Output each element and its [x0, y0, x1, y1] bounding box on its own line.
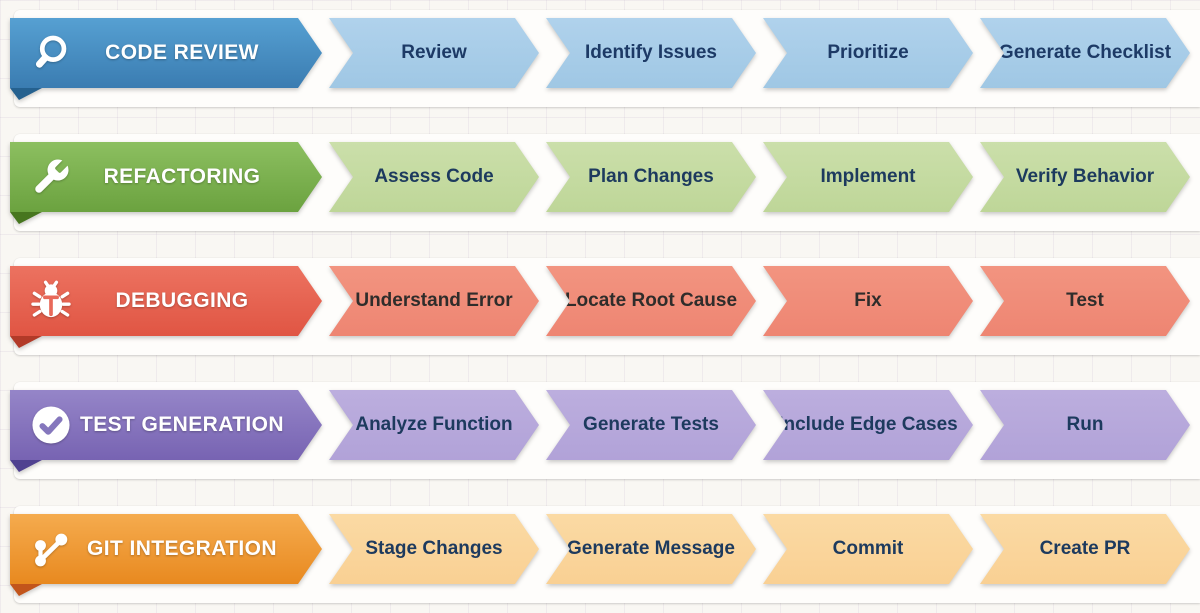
ribbon-fold-decoration: [10, 88, 42, 100]
workflow-band-sheet: DEBUGGING Understand Error Locate Root C…: [10, 258, 1200, 355]
workflow-step: Plan Changes: [546, 142, 756, 212]
workflow-step: Generate Message: [546, 514, 756, 584]
workflow-step: Fix: [763, 266, 973, 336]
workflow-band-header: TEST GENERATION: [10, 390, 322, 460]
ribbon-fold-decoration: [10, 336, 42, 348]
workflow-band-ribbon: TEST GENERATION Analyze Function Generat…: [10, 390, 1190, 472]
band-title: CODE REVIEW: [105, 41, 259, 64]
workflow-step: Commit: [763, 514, 973, 584]
workflow-step: Assess Code: [329, 142, 539, 212]
workflow-band-ribbon: DEBUGGING Understand Error Locate Root C…: [10, 266, 1190, 348]
workflow-step: Stage Changes: [329, 514, 539, 584]
band-title: GIT INTEGRATION: [87, 537, 277, 560]
workflow-step: Locate Root Cause: [546, 266, 756, 336]
band-title: TEST GENERATION: [80, 413, 284, 436]
workflow-band-sheet: GIT INTEGRATION Stage Changes Generate M…: [10, 506, 1200, 603]
workflow-step: Include Edge Cases: [763, 390, 973, 460]
workflow-band-sheet: TEST GENERATION Analyze Function Generat…: [10, 382, 1200, 479]
workflow-step: Test: [980, 266, 1190, 336]
workflow-band-ribbon: GIT INTEGRATION Stage Changes Generate M…: [10, 514, 1190, 596]
wrench-icon: [30, 156, 72, 198]
ribbon-fold-decoration: [10, 584, 42, 596]
workflow-step: Implement: [763, 142, 973, 212]
band-title: DEBUGGING: [115, 289, 249, 312]
workflow-step: Understand Error: [329, 266, 539, 336]
workflow-band-ribbon: REFACTORING Assess Code Plan Changes Imp…: [10, 142, 1190, 224]
band-title: REFACTORING: [103, 165, 261, 188]
bug-icon: [30, 280, 72, 322]
search-icon: [30, 32, 72, 74]
workflow-band-header: DEBUGGING: [10, 266, 322, 336]
workflow-band-header: CODE REVIEW: [10, 18, 322, 88]
workflow-step: Prioritize: [763, 18, 973, 88]
workflow-step: Generate Checklist: [980, 18, 1190, 88]
workflow-step: Verify Behavior: [980, 142, 1190, 212]
check-circle-icon: [30, 404, 72, 446]
workflow-band-ribbon: CODE REVIEW Review Identify Issues Prior…: [10, 18, 1190, 100]
ribbon-fold-decoration: [10, 212, 42, 224]
workflow-band-header: GIT INTEGRATION: [10, 514, 322, 584]
ribbon-fold-decoration: [10, 460, 42, 472]
workflow-band-sheet: CODE REVIEW Review Identify Issues Prior…: [10, 10, 1200, 107]
workflow-step: Analyze Function: [329, 390, 539, 460]
workflow-step: Create PR: [980, 514, 1190, 584]
workflow-band-sheet: REFACTORING Assess Code Plan Changes Imp…: [10, 134, 1200, 231]
workflow-step: Run: [980, 390, 1190, 460]
workflow-step: Review: [329, 18, 539, 88]
workflow-step: Generate Tests: [546, 390, 756, 460]
workflow-band-header: REFACTORING: [10, 142, 322, 212]
workflow-step: Identify Issues: [546, 18, 756, 88]
git-branch-icon: [30, 528, 72, 570]
